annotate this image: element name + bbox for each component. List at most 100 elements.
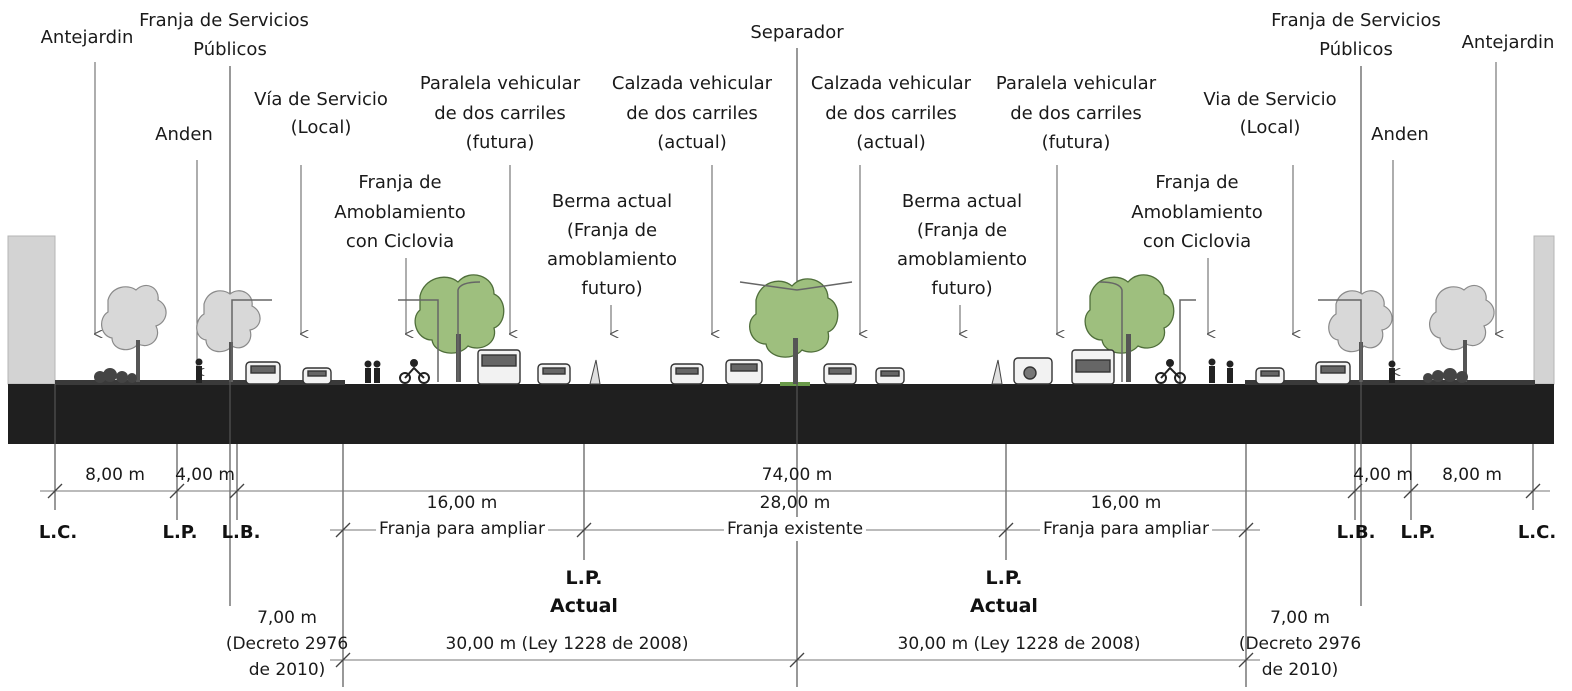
label-franja-servicios-left-line2: Públicos: [193, 39, 267, 60]
tree-gray-4: [1429, 285, 1495, 351]
label-berma-right-line1: Berma actual: [901, 191, 1023, 212]
tree-gray-2: [196, 290, 261, 353]
dim-ampliar-right-value: 16,00 m: [1090, 493, 1162, 513]
cyclist-right: [1155, 359, 1186, 384]
dim-existente-value: 28,00 m: [759, 493, 831, 513]
dim-decreto-right-line1: 7,00 m: [1270, 608, 1330, 628]
label-berma-left-line1: Berma actual: [551, 191, 673, 212]
cyclist-left: [399, 359, 430, 384]
dim-ampliar-right-label: Franja para ampliar: [1040, 517, 1212, 541]
label-franja-amob-left-line2: Amoblamiento: [334, 202, 466, 223]
road-surface: [8, 384, 1554, 444]
label-calzada-right-line1: Calzada vehicular: [810, 73, 972, 94]
label-anden-left: Anden: [155, 124, 213, 145]
label-franja-amob-right-line2: Amoblamiento: [1131, 202, 1263, 223]
dim-ampliar-left-label: Franja para ampliar: [376, 517, 548, 541]
label-paralela-right-line1: Paralela vehicular: [995, 73, 1157, 94]
marker-lb-right: L.B.: [1336, 522, 1376, 543]
tree-green-right: [1084, 274, 1175, 354]
dim-decreto-right-line2: (Decreto 2976: [1238, 634, 1362, 654]
vehicle-bus-right: [1071, 349, 1115, 385]
label-franja-amob-left-line1: Franja de: [358, 172, 442, 193]
vehicle-car-9: [1315, 361, 1351, 385]
dim-ampliar-left-value: 16,00 m: [426, 493, 498, 513]
label-berma-right-line3: amoblamiento: [896, 249, 1028, 270]
marker-lp-actual-left-line1: L.P.: [565, 567, 603, 589]
vehicle-car-1: [245, 361, 281, 385]
dimension-ticks: [47, 483, 1541, 668]
label-arrows: [95, 62, 1496, 372]
dim-ley-left: 30,00 m (Ley 1228 de 2008): [445, 634, 689, 654]
dim-anden-left: 4,00 m: [175, 465, 235, 485]
label-berma-left-line2: (Franja de: [566, 220, 658, 241]
tree-gray-4-trunk: [1463, 340, 1467, 382]
label-via-servicio-left-line1: Vía de Servicio: [254, 89, 388, 110]
barrier-right: [991, 359, 1003, 385]
vehicle-car-5: [725, 359, 763, 385]
vehicle-car-7: [875, 367, 905, 385]
label-paralela-left-line1: Paralela vehicular: [419, 73, 581, 94]
marker-lp-actual-left-line2: Actual: [550, 595, 618, 617]
label-via-servicio-right-line2: (Local): [1239, 117, 1301, 138]
label-berma-right-line2: (Franja de: [916, 220, 1008, 241]
barrier-left: [589, 359, 601, 385]
label-paralela-left-line2: de dos carriles: [434, 103, 566, 124]
dim-ley-right: 30,00 m (Ley 1228 de 2008): [897, 634, 1141, 654]
label-antejardin-right: Antejardin: [1461, 32, 1555, 53]
marker-lp-left: L.P.: [162, 522, 198, 543]
tree-green-center: [749, 278, 839, 358]
label-franja-amob-right-line1: Franja de: [1155, 172, 1239, 193]
marker-lc-right: L.C.: [1517, 522, 1557, 543]
dim-anden-right: 4,00 m: [1353, 465, 1413, 485]
label-franja-servicios-left-line1: Franja de Servicios: [139, 10, 309, 31]
dim-total: 74,00 m: [761, 465, 833, 485]
marker-lc-left: L.C.: [38, 522, 78, 543]
vehicle-car-8: [1255, 367, 1285, 385]
dim-decreto-left-line3: de 2010): [248, 660, 326, 680]
shrubs-right: [1423, 368, 1468, 383]
dim-antejardin-right: 8,00 m: [1442, 465, 1502, 485]
street-lights: [231, 281, 1362, 382]
dim-decreto-right-line3: de 2010): [1261, 660, 1339, 680]
pedestrians: [195, 358, 1396, 383]
label-franja-amob-right-line3: con Ciclovia: [1142, 231, 1252, 252]
label-paralela-right-line3: (futura): [1041, 132, 1111, 153]
vehicle-car-4: [670, 363, 704, 385]
label-paralela-left-line3: (futura): [465, 132, 535, 153]
label-franja-amob-left-line3: con Ciclovia: [345, 231, 455, 252]
dim-antejardin-left: 8,00 m: [85, 465, 145, 485]
label-via-servicio-left-line2: (Local): [290, 117, 352, 138]
marker-lp-right: L.P.: [1400, 522, 1436, 543]
label-franja-servicios-right-line2: Públicos: [1319, 39, 1393, 60]
label-berma-right-line4: futuro): [931, 278, 993, 299]
label-calzada-left-line1: Calzada vehicular: [611, 73, 773, 94]
building-left: [7, 235, 56, 385]
tree-green-right-trunk: [1126, 334, 1131, 382]
tree-gray-1-trunk: [136, 340, 140, 382]
marker-lb-left: L.B.: [221, 522, 261, 543]
label-paralela-right-line2: de dos carriles: [1010, 103, 1142, 124]
label-franja-servicios-right-line1: Franja de Servicios: [1271, 10, 1441, 31]
label-anden-right: Anden: [1371, 124, 1429, 145]
tree-green-center-trunk: [793, 338, 798, 384]
vehicle-car-3: [537, 363, 571, 385]
label-calzada-right-line3: (actual): [856, 132, 926, 153]
dim-existente-label: Franja existente: [723, 517, 867, 541]
label-separador: Separador: [750, 22, 844, 43]
label-berma-left-line4: futuro): [581, 278, 643, 299]
label-calzada-left-line3: (actual): [657, 132, 727, 153]
label-calzada-right-line2: de dos carriles: [825, 103, 957, 124]
dim-decreto-left-line2: (Decreto 2976: [225, 634, 349, 654]
dim-decreto-left-line1: 7,00 m: [257, 608, 317, 628]
tree-gray-1: [101, 285, 167, 351]
tree-gray-2-trunk: [229, 342, 233, 382]
label-via-servicio-right-line1: Via de Servicio: [1203, 89, 1337, 110]
vehicle-bus-left: [477, 349, 521, 385]
shrubs-left: [94, 368, 137, 383]
vehicle-car-2: [302, 367, 332, 385]
marker-lp-actual-right-line1: L.P.: [985, 567, 1023, 589]
label-calzada-left-line2: de dos carriles: [626, 103, 758, 124]
building-right: [1533, 235, 1555, 385]
